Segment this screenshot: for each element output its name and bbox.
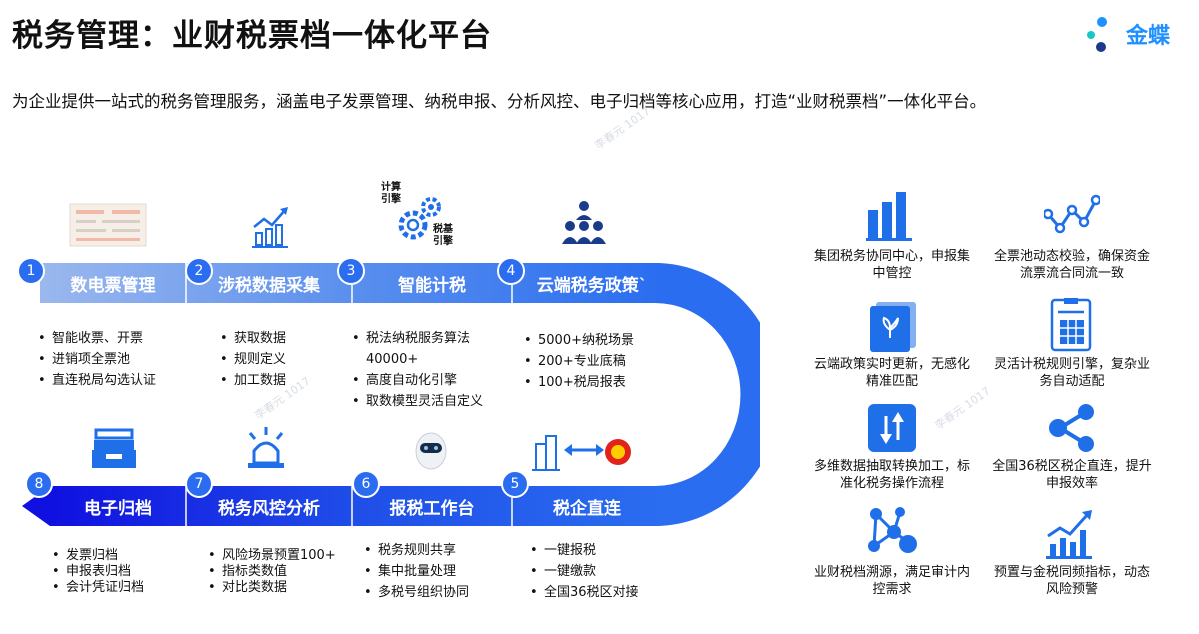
feature-text: 集团税务协同中心，申报集中管控 (813, 249, 970, 281)
tax-bureau-connect-icon (532, 435, 631, 471)
page-subtitle: 为企业提供一站式的税务管理服务，涵盖电子发票管理、纳税申报、分析风控、电子归档等… (12, 92, 987, 111)
stage-label: 数电票管理 (70, 275, 156, 296)
list-item: 加工数据 (218, 370, 286, 391)
stage-number: 3 (337, 257, 365, 285)
stage-label: 税务风控分析 (218, 498, 320, 519)
list-item: 会计凭证归档 (50, 580, 144, 596)
watermark: 李春元 1017 (932, 384, 993, 433)
stage-number: 7 (185, 470, 213, 498)
list-item: 5000+纳税场景 (522, 330, 634, 351)
logo-text: 金蝶 (1126, 24, 1171, 49)
list-item: 取数模型灵活自定义 (350, 391, 500, 412)
convert-icon (868, 404, 916, 452)
feature-text: 多维数据抽取转换加工，标准化税务操作流程 (813, 459, 970, 491)
list-item: 指标类数值 (206, 564, 336, 580)
stage-number: 5 (501, 470, 529, 498)
robot-icon (415, 432, 447, 470)
stage-label: 税企直连 (553, 498, 621, 519)
network-icon (868, 507, 917, 553)
stage-label: 智能计税 (398, 275, 466, 296)
flow-ribbon (22, 263, 760, 526)
stage-items-8: 发票归档 申报表归档 会计凭证归档 (50, 548, 144, 596)
list-item: 获取数据 (218, 328, 286, 349)
feature-text: 全国36税区税企直连，提升申报效率 (992, 459, 1152, 491)
list-item: 规则定义 (218, 349, 286, 370)
stage-number: 6 (352, 470, 380, 498)
data-collect-chart-icon (252, 207, 288, 248)
share-icon (1049, 404, 1094, 452)
feature-text: 云端政策实时更新，无感化精准匹配 (813, 357, 970, 389)
stage-label: 涉税数据采集 (218, 275, 320, 296)
tax-engine-label: 税基 引擎 (433, 224, 453, 247)
alarm-light-icon (248, 427, 284, 468)
stage-number: 4 (497, 257, 525, 285)
list-item: 税法纳税服务算法40000+ (350, 328, 500, 370)
line-trend-icon (1044, 194, 1100, 234)
policy-doc-icon (870, 302, 916, 352)
list-item: 风险场景预置100+ (206, 548, 336, 564)
list-item: 一键缴款 (528, 561, 639, 582)
bar-chart-icon (866, 192, 912, 241)
feature-text: 全票池动态校验，确保资金流票流合同流一致 (993, 249, 1150, 281)
list-item: 高度自动化引擎 (350, 370, 500, 391)
invoice-stack-icon (69, 203, 147, 247)
stage-items-1: 智能收票、开票 进销项全票池 直连税局勾选认证 (36, 328, 156, 391)
brand-logo: 金蝶 (1084, 14, 1194, 54)
growth-chart-icon (1046, 510, 1092, 559)
list-item: 直连税局勾选认证 (36, 370, 156, 391)
stage-label: 云端税务政策` (536, 275, 648, 296)
list-item: 税务规则共享 (362, 540, 469, 561)
page-title: 税务管理：业财税票档一体化平台 (12, 18, 492, 54)
list-item: 智能收票、开票 (36, 328, 156, 349)
list-item: 集中批量处理 (362, 561, 469, 582)
list-item: 发票归档 (50, 548, 144, 564)
list-item: 申报表归档 (50, 564, 144, 580)
stage-number: 2 (185, 257, 213, 285)
stage-items-5: 一键报税 一键缴款 全国36税区对接 (528, 540, 639, 603)
feature-text: 业财税档溯源，满足审计内控需求 (813, 565, 970, 597)
stage-number: 8 (25, 470, 53, 498)
calculator-doc-icon (1050, 298, 1092, 352)
stage-label: 报税工作台 (389, 498, 475, 519)
people-group-icon (562, 201, 606, 244)
list-item: 全国36税区对接 (528, 582, 639, 603)
list-item: 对比类数据 (206, 580, 336, 596)
feature-text: 预置与金税同频指标，动态风险预警 (993, 565, 1150, 597)
stage-number: 1 (17, 257, 45, 285)
stage-items-4: 5000+纳税场景 200+专业底稿 100+税局报表 (522, 330, 634, 393)
stage-label: 电子归档 (84, 498, 152, 519)
stage-items-6: 税务规则共享 集中批量处理 多税号组织协同 (362, 540, 469, 603)
list-item: 一键报税 (528, 540, 639, 561)
list-item: 进销项全票池 (36, 349, 156, 370)
stage-items-7: 风险场景预置100+ 指标类数值 对比类数据 (206, 548, 336, 596)
archive-box-icon (92, 428, 136, 468)
list-item: 100+税局报表 (522, 372, 634, 393)
list-item: 200+专业底稿 (522, 351, 634, 372)
stage-items-2: 获取数据 规则定义 加工数据 (218, 328, 286, 391)
stage-items-3: 税法纳税服务算法40000+ 高度自动化引擎 取数模型灵活自定义 (350, 328, 500, 412)
logo-dots-icon (1087, 17, 1107, 52)
feature-text: 灵活计税规则引擎，复杂业务自动适配 (993, 357, 1150, 389)
gears-icon (398, 197, 441, 240)
list-item: 多税号组织协同 (362, 582, 469, 603)
calc-engine-label: 计算 引擎 (381, 182, 401, 205)
